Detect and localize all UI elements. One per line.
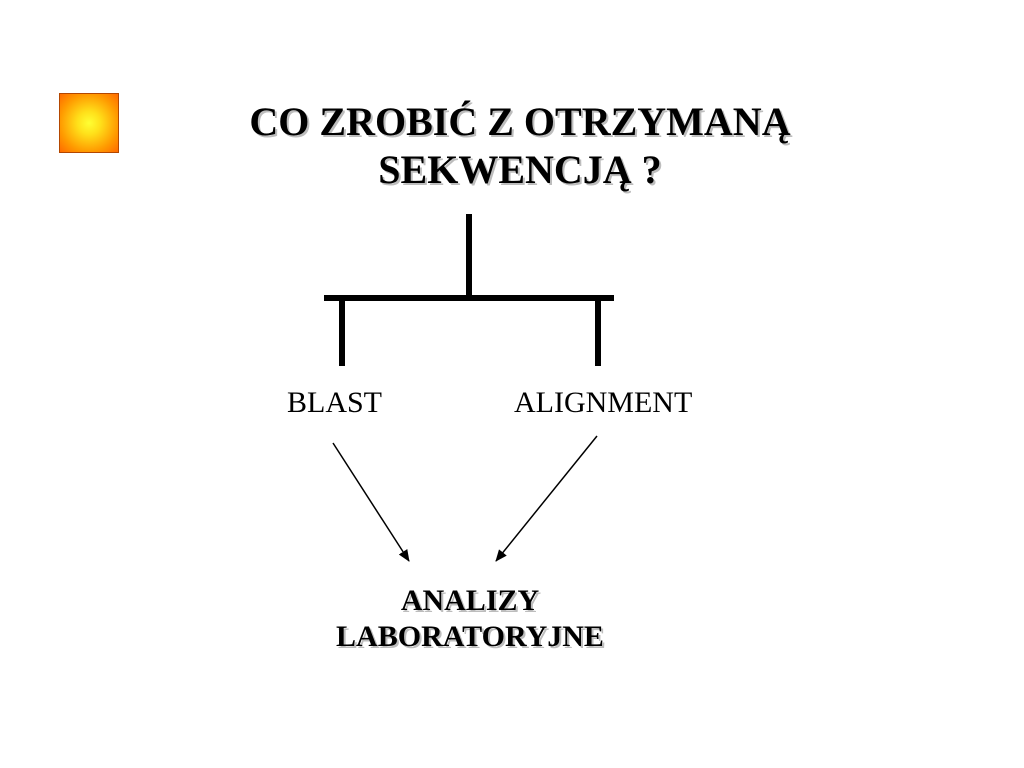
slide-title-line-1: CO ZROBIĆ Z OTRZYMANĄ [249, 99, 791, 144]
slide-title-line-2: SEKWENCJĄ ? [378, 147, 662, 192]
node-blast: BLAST [287, 386, 383, 419]
gradient-square-bullet-icon [59, 93, 119, 153]
arrow-blast-to-result [332, 442, 410, 562]
arrow-alignment-to-result [495, 435, 598, 562]
result-node: ANALIZY LABORATORYJNE [270, 583, 670, 655]
node-alignment: ALIGNMENT [514, 386, 693, 419]
result-line-2: LABORATORYJNE [336, 620, 604, 653]
slide-title: CO ZROBIĆ Z OTRZYMANĄ SEKWENCJĄ ? [150, 98, 890, 194]
result-line-1: ANALIZY [400, 584, 540, 617]
